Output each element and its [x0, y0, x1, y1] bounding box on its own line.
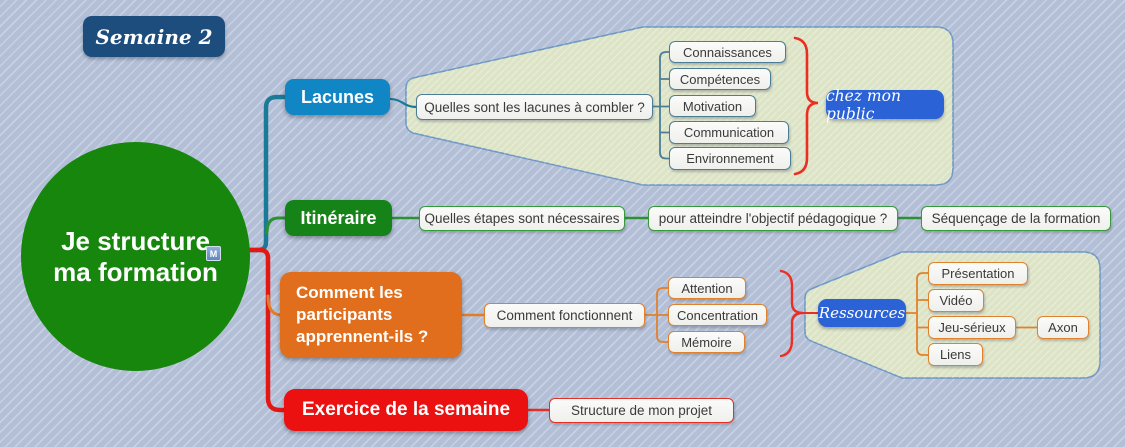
memoire-text: Mémoire — [681, 334, 732, 350]
liens-text: Liens — [939, 347, 972, 362]
node-lacunes-question[interactable]: Quelles sont les lacunes à combler ? — [416, 94, 653, 120]
connector-participants-items-trunk — [645, 287, 668, 343]
node-sequencage[interactable]: Séquençage de la formation — [921, 206, 1111, 231]
etapes-text: Quelles étapes sont nécessaires — [424, 211, 620, 226]
presentation-text: Présentation — [941, 266, 1015, 281]
node-connaissances[interactable]: Connaissances — [669, 41, 786, 63]
node-comment-fonctionnent[interactable]: Comment fonctionnent — [484, 303, 645, 328]
topic-exercice[interactable]: Exercice de la semaine — [284, 389, 528, 431]
lacunes-question-text: Quelles sont les lacunes à combler ? — [424, 99, 645, 115]
competences-text: Compétences — [679, 71, 761, 87]
node-structure-projet[interactable]: Structure de mon projet — [549, 398, 734, 423]
brace-ressources — [779, 269, 804, 358]
connector-lacunes-question — [389, 97, 417, 109]
chez-mon-public-text: chez mon public — [826, 86, 901, 123]
sequencage-text: Séquençage de la formation — [931, 211, 1101, 226]
node-attention[interactable]: Attention — [668, 277, 746, 299]
week-label-text: Semaine 2 — [95, 24, 213, 49]
node-memoire[interactable]: Mémoire — [668, 331, 745, 353]
connaissances-text: Connaissances — [683, 44, 772, 60]
ressources-text: Ressources — [818, 304, 906, 322]
topic-lacunes[interactable]: Lacunes — [285, 79, 390, 115]
m-icon-letter: M — [209, 248, 218, 259]
node-liens[interactable]: Liens — [928, 343, 983, 366]
boundary-ressources-group — [804, 251, 1101, 379]
attention-text: Attention — [681, 280, 733, 296]
callout-chez-mon-public[interactable]: chez mon public — [826, 87, 944, 123]
node-objectif-pedagogique[interactable]: pour atteindre l'objectif pédagogique ? — [648, 206, 898, 231]
node-environnement[interactable]: Environnement — [669, 147, 791, 170]
topic-participants-label: Comment les participants apprennent-ils … — [296, 283, 429, 346]
communication-text: Communication — [683, 125, 775, 140]
week-label[interactable]: Semaine 2 — [83, 16, 225, 57]
callout-ressources[interactable]: Ressources — [818, 299, 906, 327]
mindmanager-m-icon[interactable]: M — [206, 246, 221, 261]
topic-exercice-label: Exercice de la semaine — [301, 399, 511, 420]
branch-line-exercice — [243, 247, 290, 413]
jeu-serieux-text: Jeu-sérieux — [938, 320, 1006, 335]
connector-lacunes-items-trunk — [653, 51, 669, 160]
objectif-text: pour atteindre l'objectif pédagogique ? — [658, 211, 888, 226]
environnement-text: Environnement — [686, 151, 774, 166]
connector-ressources-trunk — [906, 272, 1037, 356]
topic-itineraire-label: Itinéraire — [300, 207, 377, 228]
topic-participants[interactable]: Comment les participants apprennent-ils … — [280, 272, 462, 358]
branch-line-lacunes — [243, 94, 288, 253]
node-jeu-serieux[interactable]: Jeu-sérieux — [928, 316, 1016, 339]
node-communication[interactable]: Communication — [669, 121, 789, 144]
node-etapes-necessaires[interactable]: Quelles étapes sont nécessaires — [419, 206, 625, 231]
comment-fonctionnent-text: Comment fonctionnent — [496, 308, 633, 323]
concentration-text: Concentration — [677, 307, 758, 323]
node-motivation[interactable]: Motivation — [669, 95, 756, 117]
node-axon[interactable]: Axon — [1037, 316, 1089, 339]
branch-line-participants — [266, 294, 284, 317]
node-concentration[interactable]: Concentration — [668, 304, 767, 326]
brace-chez-mon-public — [793, 36, 819, 176]
axon-text: Axon — [1048, 320, 1078, 335]
central-topic-line2: ma formation — [53, 256, 218, 287]
video-text: Vidéo — [939, 293, 973, 308]
node-competences[interactable]: Compétences — [669, 68, 771, 90]
node-video[interactable]: Vidéo — [928, 289, 984, 312]
topic-lacunes-label: Lacunes — [300, 86, 375, 107]
node-presentation[interactable]: Présentation — [928, 262, 1028, 285]
structure-projet-text: Structure de mon projet — [570, 403, 713, 418]
motivation-text: Motivation — [682, 98, 743, 114]
topic-itineraire[interactable]: Itinéraire — [285, 200, 392, 236]
central-topic-line1: Je structure — [61, 225, 210, 256]
branch-line-itineraire — [265, 216, 287, 235]
